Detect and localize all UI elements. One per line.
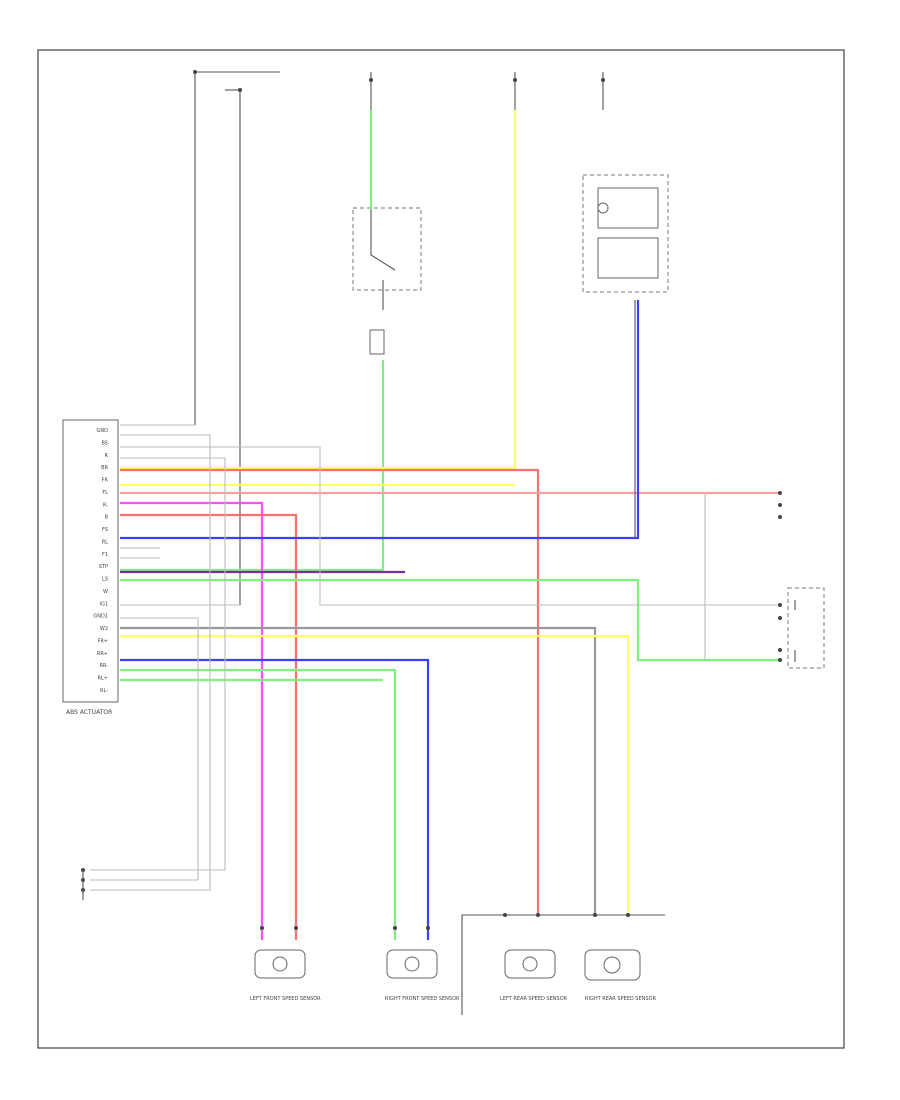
wire-blue-rf bbox=[120, 658, 430, 940]
ecu-pin-label: F1 bbox=[102, 552, 108, 558]
lr-sensor-label: LEFT REAR SPEED SENSOR bbox=[500, 996, 568, 1002]
diagram-frame bbox=[37, 49, 845, 1049]
power-feeds bbox=[193, 70, 605, 605]
right-rear-speed-sensor bbox=[584, 949, 641, 981]
lf-sensor-label: LEFT FRONT SPEED SENSOR bbox=[250, 996, 321, 1002]
rf-sensor-label: RIGHT FRONT SPEED SENSOR bbox=[385, 996, 460, 1002]
ecu-pin-label: R- bbox=[103, 502, 108, 508]
ecu-pin-label: W2 bbox=[100, 626, 108, 632]
rear-sensor-bracket bbox=[461, 914, 665, 1015]
wire-green-stop bbox=[120, 110, 385, 572]
sensor-pin-dots bbox=[260, 913, 630, 930]
right-connector-box bbox=[787, 587, 825, 669]
ecu-pin-label: RR+ bbox=[97, 651, 108, 657]
ecu-pin-label: STP bbox=[99, 564, 108, 570]
right-front-speed-sensor bbox=[386, 949, 438, 979]
ecu-pin-label: R bbox=[105, 453, 109, 459]
thin-routing-lines bbox=[90, 300, 780, 891]
wire-green-rf bbox=[120, 668, 397, 940]
ecu-pin-label: RL- bbox=[100, 688, 108, 694]
ecu-pin-label: BR bbox=[101, 465, 108, 471]
ecu-pin-label: B bbox=[105, 515, 109, 521]
ecu-label: ABS ACTUATOR bbox=[66, 709, 112, 716]
ecu-pin-label: W bbox=[103, 589, 108, 595]
ecu-pin-label: GND bbox=[97, 428, 109, 434]
wire-gray bbox=[120, 626, 597, 915]
ecu-pin-label: FS bbox=[102, 527, 108, 533]
wire-pink-lf bbox=[120, 501, 264, 940]
ecu-pin-label: FL bbox=[102, 490, 108, 496]
ecu-pin-label: GND1 bbox=[93, 614, 108, 620]
left-front-speed-sensor bbox=[254, 949, 306, 979]
combination-meter-box bbox=[582, 174, 669, 293]
stop-light-switch-box bbox=[352, 207, 422, 291]
ecu-pin-label: BS bbox=[101, 440, 108, 446]
junction-connector bbox=[369, 329, 385, 355]
ecu-pin-label: RR- bbox=[99, 663, 108, 669]
ecu-pin-label: RL+ bbox=[98, 676, 108, 682]
ecu-pin-label: RL bbox=[102, 539, 108, 545]
right-connector-pins bbox=[778, 491, 796, 662]
abs-ecu-block bbox=[62, 419, 119, 703]
rr-sensor-label: RIGHT REAR SPEED SENSOR bbox=[585, 996, 656, 1002]
wire-blue-top bbox=[120, 300, 640, 540]
wire-yellow-rr bbox=[120, 634, 630, 915]
abs-controller-box bbox=[597, 237, 659, 279]
lower-left-connector bbox=[81, 868, 85, 900]
wire-red bbox=[120, 468, 540, 915]
ecu-pin-label: IG1 bbox=[99, 601, 108, 607]
wire-green-right bbox=[120, 578, 780, 662]
ecu-pin-label: LS bbox=[102, 577, 108, 583]
wire-red-lf bbox=[120, 513, 298, 940]
left-rear-speed-sensor bbox=[504, 949, 556, 979]
wire-yellow-top bbox=[120, 110, 517, 470]
ecu-pin-label: FR bbox=[102, 478, 109, 484]
ecu-pin-label: FR+ bbox=[97, 638, 108, 644]
abs-indicator bbox=[597, 187, 659, 229]
